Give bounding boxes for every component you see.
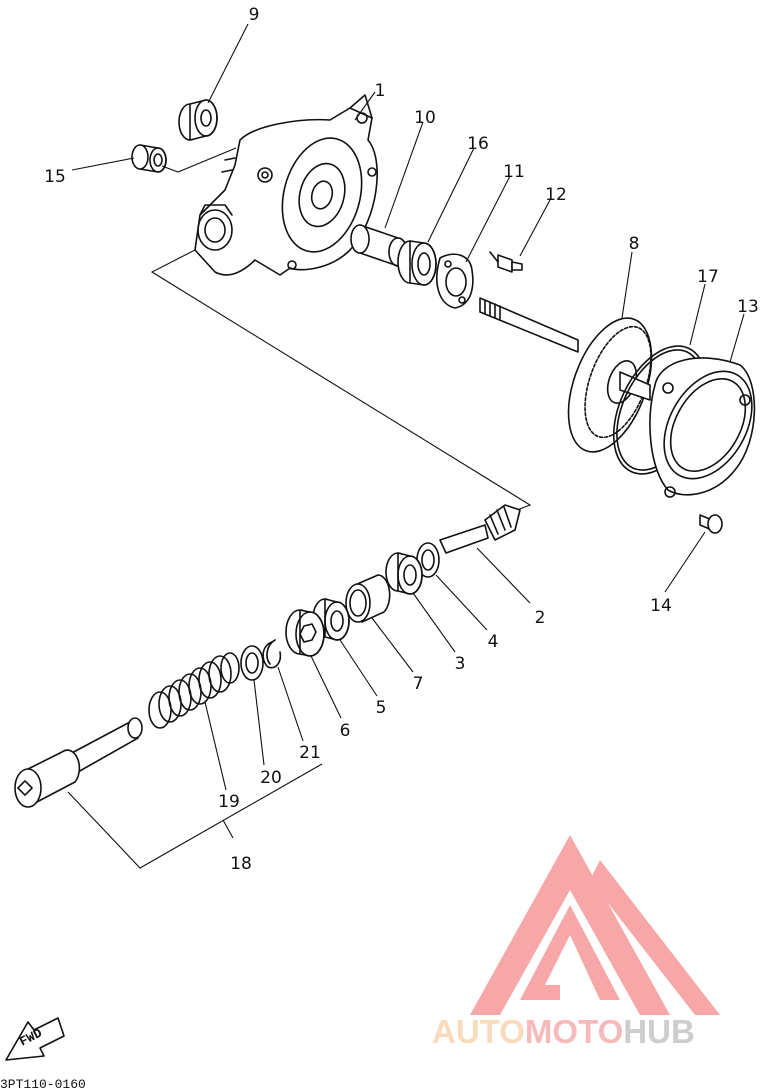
part-1-transmission-case [194,94,378,276]
callout-18: 18 [230,854,252,874]
watermark-text: AUTOMOTOHUB [432,1013,695,1050]
callout-5: 5 [376,698,387,718]
callout-11: 11 [503,162,525,182]
part-12-bolt [489,251,523,273]
callout-14: 14 [650,596,672,616]
watermark-part-hub: HUB [623,1013,695,1050]
callout-4: 4 [488,632,499,652]
callout-labels: 9 1 15 10 16 11 12 8 17 13 2 4 3 7 5 6 21 20 19 18 14 [44,5,759,874]
callout-7: 7 [413,674,424,694]
part-15-bush [131,144,167,173]
logo-triangle-mark [470,835,670,1015]
assembly-bracket-line [150,249,532,511]
part-16-bearing [397,240,437,286]
callout-16: 16 [467,134,489,154]
watermark-part-auto: AUTO [432,1013,525,1050]
part-8-drive-shaft-gear [479,297,653,453]
watermark-logo: AUTOMOTOHUB [432,835,720,1050]
callout-12: 12 [545,185,567,205]
part-20-washer [240,645,264,681]
leader-lines [67,23,745,869]
part-18-main-shaft [14,717,143,808]
callout-8: 8 [629,234,640,254]
diagram-code: 3PT110-0160 [0,1077,86,1092]
part-19-spring [148,652,240,729]
callout-20: 20 [260,768,282,788]
callout-19: 19 [218,792,240,812]
callout-3: 3 [455,654,466,674]
part-21-circlip [262,639,282,669]
part-13-cover [649,357,756,498]
callout-2: 2 [535,608,546,628]
callout-9: 9 [249,5,260,25]
fwd-arrow-icon: FWD [5,1017,65,1061]
part-11-plate [436,253,474,309]
part-9-bearing [178,99,218,141]
callout-15: 15 [44,167,66,187]
bracket-9-15 [161,147,237,173]
callout-13: 13 [737,297,759,317]
callout-6: 6 [340,721,351,741]
part-2-pinion-shaft [439,504,521,554]
part-14-bolt [699,514,723,534]
part-7-collar [345,574,391,623]
watermark-part-moto: MOTO [525,1013,623,1050]
callout-21: 21 [299,743,321,763]
logo-right-stroke [590,860,720,1015]
callout-17: 17 [697,267,719,287]
callout-1: 1 [375,81,386,101]
part-3-bearing [385,552,423,595]
callout-10: 10 [414,108,436,128]
part-6-oil-seal [285,609,325,657]
